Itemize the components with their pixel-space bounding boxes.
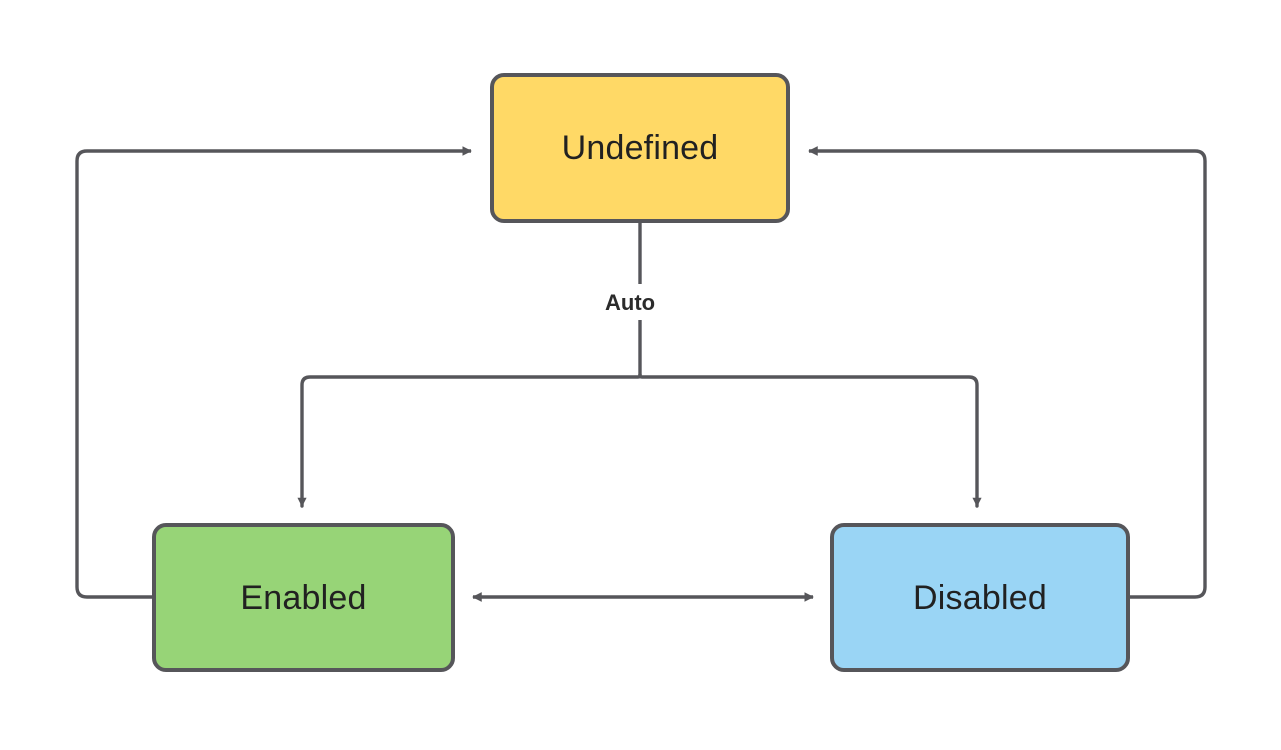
node-enabled-label: Enabled bbox=[240, 578, 367, 617]
node-undefined-label: Undefined bbox=[561, 129, 719, 167]
edge-disabled-to-undefined bbox=[808, 146, 1207, 599]
edge-undefined-to-disabled bbox=[638, 373, 982, 508]
edge-enabled-to-undefined bbox=[75, 146, 472, 599]
node-disabled-label: Disabled bbox=[913, 578, 1047, 617]
node-disabled[interactable]: Disabled bbox=[830, 523, 1130, 672]
edge-label-auto: Auto bbox=[598, 288, 663, 318]
node-enabled[interactable]: Enabled bbox=[152, 523, 455, 672]
edge-undefined-to-enabled bbox=[297, 373, 642, 508]
node-undefined[interactable]: Undefined bbox=[490, 73, 790, 223]
